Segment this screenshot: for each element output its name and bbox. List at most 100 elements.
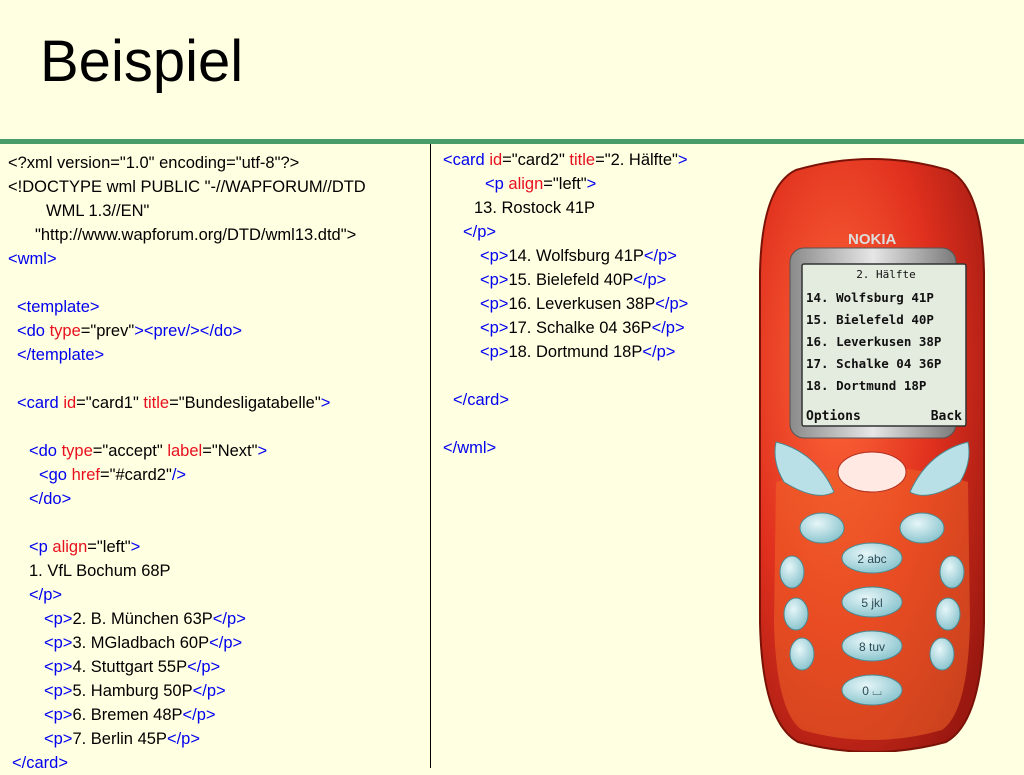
- code-line: <do type="prev"><prev/></do>: [8, 319, 366, 343]
- code-token: >: [257, 442, 268, 460]
- code-token: >: [586, 175, 597, 193]
- code-token: <p>: [44, 634, 73, 652]
- code-token: <p>: [44, 706, 73, 724]
- code-token: >: [320, 394, 331, 412]
- screen-list-item: 14. Wolfsburg 41P: [806, 290, 934, 305]
- code-line: <?xml version="1.0" encoding="utf-8"?>: [8, 151, 366, 175]
- code-token: <p>: [480, 271, 509, 289]
- code-line: <do type="accept" label="Next">: [8, 439, 366, 463]
- code-line: <card id="card1" title="Bundesligatabell…: [8, 391, 366, 415]
- code-line: <card id="card2" title="2. Hälfte">: [443, 148, 688, 172]
- code-token: </card>: [453, 391, 509, 409]
- code-token: >: [677, 151, 688, 169]
- code-token: <p>: [480, 343, 509, 361]
- code-token: title: [569, 151, 596, 169]
- code-token: 4. Stuttgart 55P: [72, 658, 188, 676]
- code-token: id: [489, 151, 503, 169]
- code-token: </p>: [166, 730, 200, 748]
- code-token: type: [49, 322, 81, 340]
- code-token: ="accept": [92, 442, 168, 460]
- code-token: <p: [485, 175, 509, 193]
- keypad-key: [841, 586, 903, 618]
- code-token: </p>: [655, 295, 689, 313]
- code-line: WML 1.3//EN": [8, 199, 366, 223]
- code-line: <go href="#card2"/>: [8, 463, 366, 487]
- code-line: <p>7. Berlin 45P</p>: [8, 727, 366, 751]
- screen-list-item: 16. Leverkusen 38P: [806, 334, 941, 349]
- code-token: 13. Rostock 41P: [474, 199, 596, 217]
- code-line: <p>3. MGladbach 60P</p>: [8, 631, 366, 655]
- code-line: </p>: [443, 220, 688, 244]
- code-token: 18. Dortmund 18P: [508, 343, 643, 361]
- code-token: </p>: [209, 634, 243, 652]
- code-token: <p>: [480, 247, 509, 265]
- code-token: <do: [29, 442, 62, 460]
- code-token: <p>: [480, 319, 509, 337]
- nav-key-left: [774, 441, 835, 496]
- code-line: 1. VfL Bochum 68P: [8, 559, 366, 583]
- code-token: </p>: [182, 706, 216, 724]
- code-token: <do: [17, 322, 50, 340]
- code-token: type: [61, 442, 93, 460]
- code-token: 2. B. München 63P: [72, 610, 213, 628]
- code-token: "http://www.wapforum.org/DTD/wml13.dtd">: [35, 226, 357, 244]
- code-token: ="card1": [76, 394, 144, 412]
- code-line: <p>2. B. München 63P</p>: [8, 607, 366, 631]
- code-token: <p: [29, 538, 53, 556]
- code-token: ="card2": [502, 151, 570, 169]
- code-token: </p>: [192, 682, 226, 700]
- keypad-key-label: 0 ⌴: [862, 684, 882, 698]
- code-line: <p>17. Schalke 04 36P</p>: [443, 316, 688, 340]
- code-line: [8, 271, 366, 295]
- code-line: [8, 367, 366, 391]
- code-token: </wml>: [443, 439, 497, 457]
- screen-list-item: 18. Dortmund 18P: [806, 378, 926, 393]
- code-token: </p>: [463, 223, 497, 241]
- code-line: <template>: [8, 295, 366, 319]
- code-line: <!DOCTYPE wml PUBLIC "-//WAPFORUM//DTD: [8, 175, 366, 199]
- code-line: [8, 511, 366, 535]
- keypad-key-label: 5 jkl: [861, 596, 882, 610]
- code-token: >: [130, 538, 141, 556]
- code-token: <p>: [44, 658, 73, 676]
- end-key: [899, 512, 945, 544]
- code-line: <p>6. Bremen 48P</p>: [8, 703, 366, 727]
- code-token: </card>: [12, 754, 68, 772]
- code-line: <p>5. Hamburg 50P</p>: [8, 679, 366, 703]
- code-line: </p>: [8, 583, 366, 607]
- code-line: </template>: [8, 343, 366, 367]
- softkey-left-label: Options: [806, 409, 861, 424]
- code-line: <p>18. Dortmund 18P</p>: [443, 340, 688, 364]
- phone-brand-logo: NOKIA: [848, 231, 897, 248]
- code-line: <p align="left">: [8, 535, 366, 559]
- code-token: </p>: [212, 610, 246, 628]
- column-divider: [430, 144, 431, 768]
- code-token: align: [508, 175, 544, 193]
- code-token: ="left": [543, 175, 587, 193]
- code-token: 6. Bremen 48P: [72, 706, 183, 724]
- code-token: WML 1.3//EN": [46, 202, 150, 220]
- slide-title: Beispiel: [40, 29, 244, 94]
- code-token: ="#card2": [100, 466, 172, 484]
- code-token: 3. MGladbach 60P: [72, 634, 210, 652]
- code-token: <p>: [44, 610, 73, 628]
- nav-center-key: [837, 451, 907, 493]
- code-token: </p>: [187, 658, 221, 676]
- code-token: <card: [443, 151, 490, 169]
- code-line: <p>15. Bielefeld 40P</p>: [443, 268, 688, 292]
- code-token: ="Next": [202, 442, 258, 460]
- code-token: <wml>: [8, 250, 57, 268]
- code-line: </do>: [8, 487, 366, 511]
- code-line: </card>: [443, 388, 688, 412]
- code-token: 16. Leverkusen 38P: [508, 295, 656, 313]
- code-line: </wml>: [443, 436, 688, 460]
- keypad-key: [841, 674, 903, 706]
- code-line: <wml>: [8, 247, 366, 271]
- code-token: ="2. Hälfte": [595, 151, 678, 169]
- code-token: 7. Berlin 45P: [72, 730, 167, 748]
- screen-list-item: 17. Schalke 04 36P: [806, 356, 941, 371]
- screen-list-item: 15. Bielefeld 40P: [806, 312, 934, 327]
- code-token: </p>: [29, 586, 63, 604]
- code-token: ="left": [87, 538, 131, 556]
